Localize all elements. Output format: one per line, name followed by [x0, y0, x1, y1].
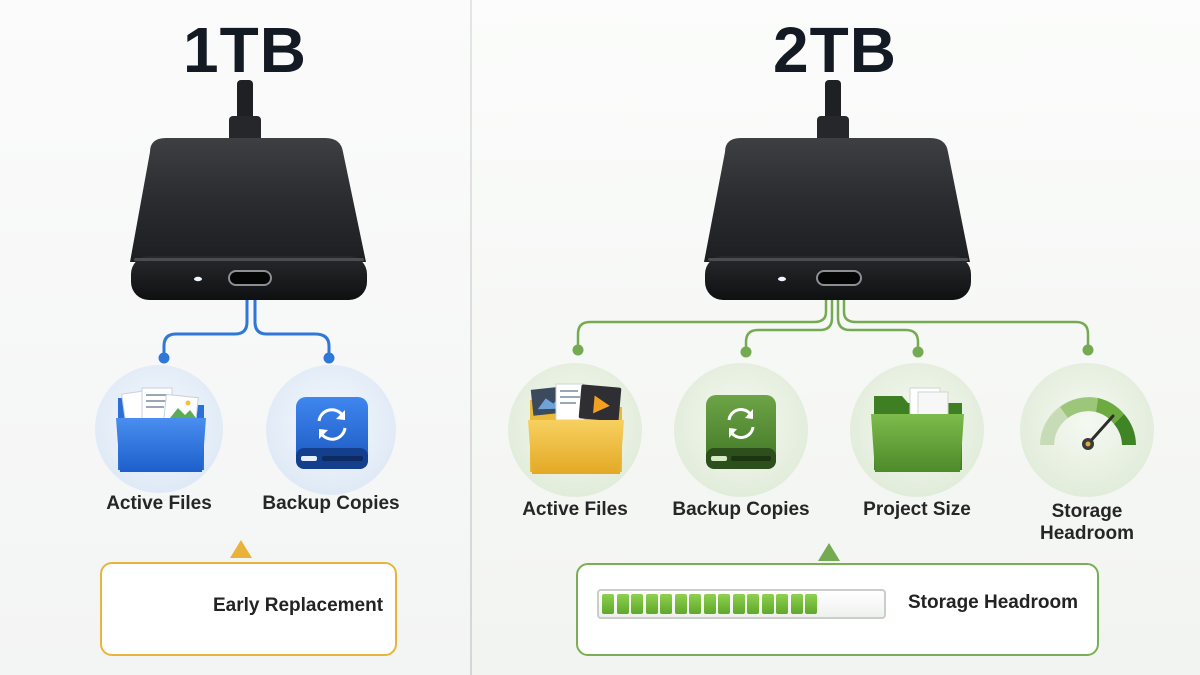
connector-2tb	[576, 300, 1090, 350]
title-2tb: 2TB	[773, 14, 897, 86]
drive-1tb	[130, 80, 367, 300]
label-backup-copies-1tb: Backup Copies	[262, 493, 400, 514]
label-project-size-2tb: Project Size	[863, 499, 971, 520]
label-active-files-2tb: Active Files	[522, 499, 628, 520]
progress-segment	[776, 594, 788, 614]
connector-node	[323, 352, 335, 364]
connector-node	[158, 352, 170, 364]
item-circle	[1020, 363, 1154, 497]
callout-pointer-2tb	[818, 543, 840, 561]
headroom-progress-bar	[597, 589, 886, 619]
label-line: Storage	[1051, 501, 1123, 522]
progress-segment	[790, 594, 803, 614]
progress-segment	[674, 594, 687, 614]
label-backup-copies-2tb: Backup Copies	[672, 499, 810, 520]
progress-segment	[616, 594, 629, 614]
progress-segment	[703, 594, 716, 614]
progress-segment	[761, 594, 774, 614]
connector-node	[572, 344, 584, 356]
progress-segment	[660, 594, 672, 614]
connector-node	[912, 346, 924, 358]
connector-node	[740, 346, 752, 358]
blue-folder-icon	[116, 387, 206, 472]
drive-2tb	[704, 80, 971, 300]
blue-sync-drive-icon	[296, 397, 368, 469]
callout-pointer-1tb	[230, 540, 252, 558]
progress-segment	[631, 594, 643, 614]
gauge-icon	[1040, 397, 1136, 450]
label-storage-headroom-2tb: Storage Headroom	[1007, 501, 1167, 545]
progress-segment	[689, 594, 701, 614]
yellow-media-folder-icon	[528, 383, 624, 474]
connector-node	[1082, 344, 1094, 356]
green-folder-icon	[871, 387, 964, 472]
panel-divider	[470, 0, 472, 675]
callout-label-early-replacement: Early Replacement	[213, 595, 384, 616]
title-1tb: 1TB	[183, 14, 307, 86]
callout-label-storage-headroom: Storage Headroom	[908, 592, 1078, 613]
label-line: Headroom	[1040, 523, 1134, 544]
progress-segment	[645, 594, 658, 614]
green-sync-drive-icon	[706, 395, 776, 469]
progress-segment	[747, 594, 759, 614]
callout-early-replacement	[100, 562, 397, 656]
progress-segment	[718, 594, 730, 614]
connector-1tb	[162, 300, 331, 356]
progress-segment	[602, 594, 614, 614]
label-active-files-1tb: Active Files	[106, 493, 212, 514]
progress-segment	[805, 594, 817, 614]
progress-segment	[732, 594, 745, 614]
